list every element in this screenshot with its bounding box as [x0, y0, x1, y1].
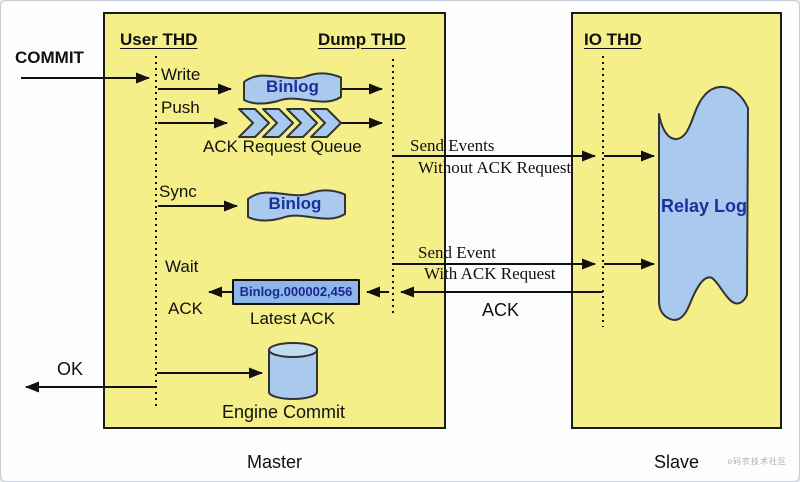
sync-label: Sync — [159, 182, 197, 201]
master-caption: Master — [246, 452, 302, 472]
relay-log-label: Relay Log — [660, 196, 748, 216]
binlog-write-label: Binlog — [266, 77, 319, 96]
ack-reply-label: ACK — [482, 300, 520, 320]
send-events-line2: Without ACK Request — [418, 158, 572, 177]
ack-request-queue-label: ACK Request Queue — [203, 137, 362, 156]
slave-panel — [571, 12, 782, 429]
engine-commit-label: Engine Commit — [222, 402, 346, 422]
io-thd-heading: IO THD — [584, 30, 642, 49]
latest-ack-caption: Latest ACK — [250, 309, 336, 328]
wait-label: Wait — [165, 257, 199, 276]
dump-thd-heading: Dump THD — [318, 30, 406, 49]
push-label: Push — [161, 98, 200, 117]
user-thd-heading: User THD — [120, 30, 198, 49]
latest-ack-value: Binlog.000002,456 — [239, 284, 353, 299]
ok-label: OK — [57, 359, 84, 379]
binlog-sync-label: Binlog — [268, 194, 322, 213]
slave-caption: Slave — [653, 452, 700, 472]
send-event-line1: Send Event — [418, 243, 496, 262]
write-label: Write — [161, 65, 201, 84]
watermark: o码农技术社区 — [727, 457, 787, 466]
send-events-line1: Send Events — [410, 136, 495, 155]
commit-label: COMMIT — [15, 48, 84, 67]
send-event-line2: With ACK Request — [424, 264, 556, 283]
ack-wait-label: ACK — [168, 299, 203, 318]
master-panel — [103, 12, 446, 429]
